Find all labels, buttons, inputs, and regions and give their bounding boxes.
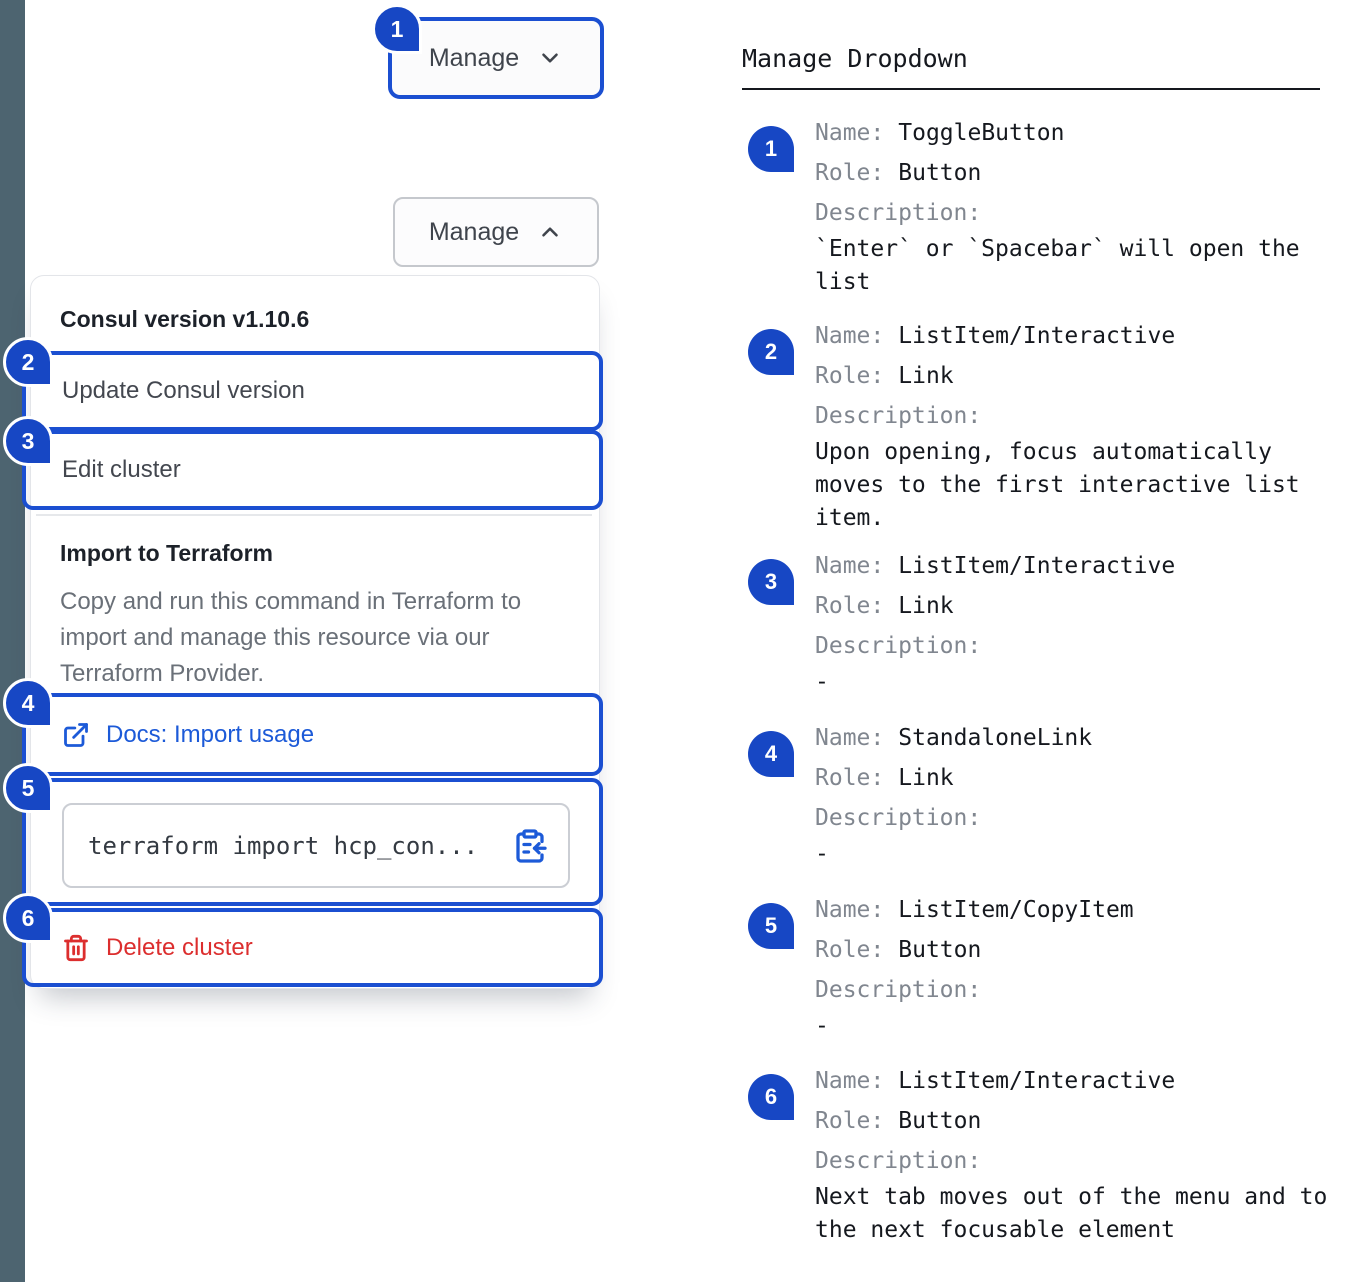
role-label: Role: bbox=[815, 363, 885, 389]
manage-toggle-button[interactable]: Manage bbox=[388, 17, 604, 99]
callout-badge-1: 1 bbox=[372, 4, 422, 54]
terraform-command-field[interactable]: terraform import hcp_con... bbox=[62, 803, 570, 888]
manage-toggle-label: Manage bbox=[428, 43, 520, 72]
description-label: Description: bbox=[815, 1148, 982, 1174]
description-value: - bbox=[815, 841, 829, 867]
role-value: Link bbox=[898, 363, 954, 389]
menu-divider bbox=[36, 514, 592, 516]
doc-item-5: Name: ListItem/CopyItem Role: Button Descr… bbox=[815, 890, 1330, 1043]
doc-badge-1: 1 bbox=[748, 126, 794, 172]
role-value: Link bbox=[898, 765, 954, 791]
import-terraform-title: Import to Terraform bbox=[60, 540, 273, 566]
docs-import-usage-link: Docs: Import usage bbox=[106, 720, 315, 748]
description-value: - bbox=[815, 669, 829, 695]
doc-item-4: Name: StandaloneLink Role: Link Descriptio… bbox=[815, 718, 1330, 871]
doc-title-rule bbox=[742, 88, 1320, 90]
external-link-icon bbox=[64, 722, 88, 747]
description-label: Description: bbox=[815, 977, 982, 1003]
left-rail bbox=[0, 0, 25, 1282]
chevron-down-icon bbox=[542, 53, 558, 63]
menu-item-docs-import-usage[interactable]: Docs: Import usage bbox=[22, 693, 603, 776]
name-value: ListItem/Interactive bbox=[898, 553, 1176, 579]
role-value: Button bbox=[898, 1108, 982, 1134]
description-value: Next tab moves out of the menu and to th… bbox=[815, 1184, 1328, 1243]
name-label: Name: bbox=[815, 553, 885, 579]
doc-item-6: Name: ListItem/Interactive Role: Button De… bbox=[815, 1061, 1330, 1247]
role-label: Role: bbox=[815, 765, 885, 791]
name-label: Name: bbox=[815, 725, 885, 751]
description-value: Upon opening, focus automatically moves … bbox=[815, 439, 1300, 531]
role-value: Link bbox=[898, 593, 954, 619]
terraform-command-text: terraform import hcp_con... bbox=[88, 831, 479, 860]
description-label: Description: bbox=[815, 633, 982, 659]
doc-panel-title: Manage Dropdown bbox=[742, 44, 968, 73]
callout-badge-4: 4 bbox=[3, 678, 53, 728]
description-label: Description: bbox=[815, 200, 982, 226]
menu-item-update-consul-version[interactable]: Update Consul version bbox=[22, 351, 603, 431]
name-value: StandaloneLink bbox=[898, 725, 1093, 751]
role-label: Role: bbox=[815, 1108, 885, 1134]
description-value: - bbox=[815, 1013, 829, 1039]
name-label: Name: bbox=[815, 897, 885, 923]
role-value: Button bbox=[898, 160, 982, 186]
callout-badge-3: 3 bbox=[3, 416, 53, 466]
doc-badge-5: 5 bbox=[748, 903, 794, 949]
callout-badge-2: 2 bbox=[3, 337, 53, 387]
role-label: Role: bbox=[815, 160, 885, 186]
name-label: Name: bbox=[815, 120, 885, 146]
description-label: Description: bbox=[815, 403, 982, 429]
callout-badge-6: 6 bbox=[3, 893, 53, 943]
description-label: Description: bbox=[815, 805, 982, 831]
edit-cluster-label: Edit cluster bbox=[62, 456, 181, 483]
name-value: ListItem/Interactive bbox=[898, 1068, 1176, 1094]
name-label: Name: bbox=[815, 1068, 885, 1094]
doc-item-3: Name: ListItem/Interactive Role: Link Desc… bbox=[815, 546, 1330, 699]
manage-toggle-button-open[interactable]: Manage bbox=[393, 197, 599, 267]
doc-badge-4: 4 bbox=[748, 731, 794, 777]
description-value: `Enter` or `Spacebar` will open the list bbox=[815, 236, 1300, 295]
name-label: Name: bbox=[815, 323, 885, 349]
manage-toggle-open-label: Manage bbox=[428, 217, 520, 246]
doc-badge-3: 3 bbox=[748, 559, 794, 605]
doc-badge-6: 6 bbox=[748, 1074, 794, 1120]
role-label: Role: bbox=[815, 593, 885, 619]
doc-badge-2: 2 bbox=[748, 329, 794, 375]
menu-item-copy-command[interactable]: terraform import hcp_con... bbox=[22, 778, 603, 906]
role-value: Button bbox=[898, 937, 982, 963]
trash-icon bbox=[64, 934, 88, 961]
role-label: Role: bbox=[815, 937, 885, 963]
delete-cluster-label: Delete cluster bbox=[106, 933, 253, 961]
doc-item-1: Name: ToggleButton Role: Button Descriptio… bbox=[815, 113, 1330, 299]
update-consul-version-label: Update Consul version bbox=[62, 377, 305, 404]
menu-item-delete-cluster[interactable]: Delete cluster bbox=[22, 908, 603, 987]
chevron-up-icon bbox=[542, 227, 558, 237]
callout-badge-5: 5 bbox=[3, 763, 53, 813]
name-value: ListItem/Interactive bbox=[898, 323, 1176, 349]
name-value: ToggleButton bbox=[898, 120, 1065, 146]
consul-version-heading: Consul version v1.10.6 bbox=[60, 306, 310, 332]
doc-item-2: Name: ListItem/Interactive Role: Link Desc… bbox=[815, 316, 1330, 535]
menu-item-edit-cluster[interactable]: Edit cluster bbox=[22, 430, 603, 510]
import-terraform-description: Copy and run this command in Terraform t… bbox=[60, 588, 522, 687]
name-value: ListItem/CopyItem bbox=[898, 897, 1134, 923]
clipboard-copy-icon[interactable] bbox=[512, 828, 548, 864]
